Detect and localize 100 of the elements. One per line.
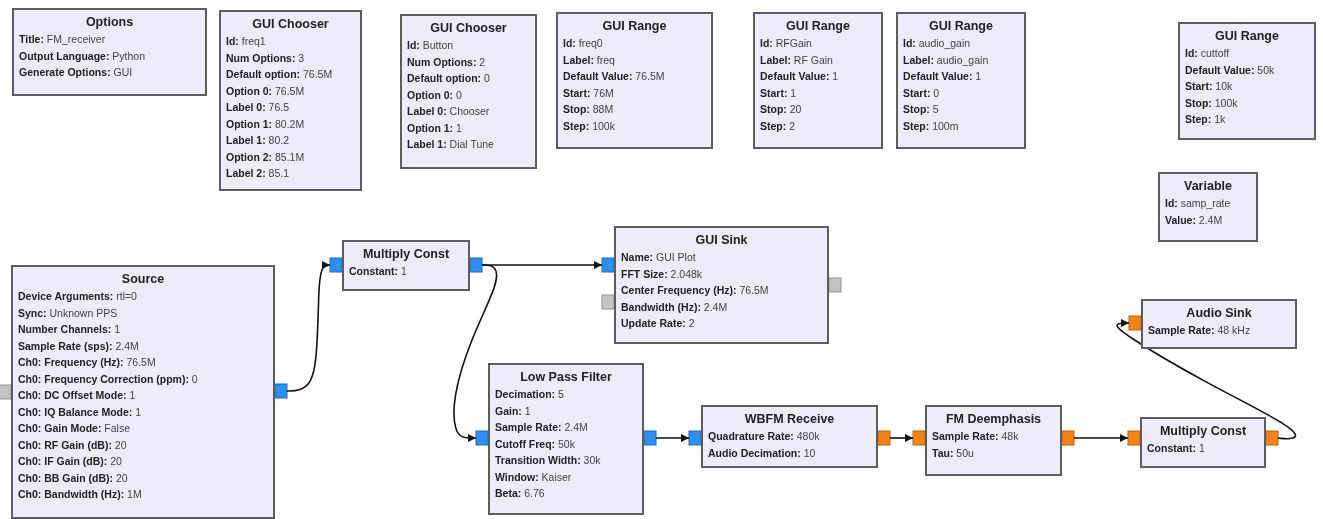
parameter-text: Label 0: 76.5 — [226, 100, 291, 115]
process-block — [925, 405, 1062, 476]
parameter-text: Step: 1k — [1185, 112, 1227, 127]
parameter-text: Step: 2 — [760, 118, 796, 134]
process-block — [1178, 22, 1316, 140]
block-title: GUI Chooser — [251, 16, 330, 33]
process-block — [488, 363, 644, 515]
process-block — [12, 8, 207, 96]
parameter-text: Value: 2.4M — [1165, 212, 1224, 228]
parameter-text: Default option: 0 — [407, 71, 491, 86]
parameter-text: Id: RFGain — [760, 36, 813, 51]
parameter-text: Sample Rate: 48k — [932, 429, 1020, 444]
parameter-text: Bandwidth (Hz): 2.4M — [621, 299, 729, 315]
parameter-text: Option 0: 76.5M — [226, 83, 306, 99]
parameter-text: Ch0: Frequency (Hz): 76.5M — [18, 355, 157, 370]
parameter-text: Label: RF Gain — [760, 52, 834, 68]
process-block — [342, 240, 470, 291]
parameter-text: Default option: 76.5M — [226, 67, 334, 82]
parameter-text: Constant: 1 — [349, 264, 408, 279]
process-block — [400, 14, 537, 169]
block-title: Multiply Const — [361, 246, 451, 263]
block-title: GUI Range — [928, 18, 994, 35]
connector-arrow — [889, 434, 914, 442]
connector-arrow — [1116, 319, 1297, 440]
parameter-text: Start: 0 — [903, 85, 941, 101]
block-title: GUI Range — [601, 18, 668, 35]
parameter-text: Label 1: 80.2 — [226, 133, 291, 148]
parameter-text: Output Language: Python — [19, 48, 146, 64]
parameter-text: Start: 76M — [563, 85, 615, 101]
process-block — [11, 265, 275, 519]
parameter-text: Window: Kaiser — [495, 469, 573, 485]
parameter-text: Label 0: Chooser — [407, 104, 491, 119]
parameter-text: Device Arguments: rtl=0 — [18, 289, 138, 304]
parameter-text: Num Options: 3 — [226, 50, 306, 66]
parameter-text: Stop: 100k — [1185, 95, 1239, 111]
process-block — [896, 12, 1026, 149]
parameter-text: Step: 100k — [563, 118, 616, 134]
parameter-text: Center Frequency (Hz): 76.5M — [621, 283, 770, 298]
parameter-text: Gain: 1 — [495, 403, 532, 419]
block-title: GUI Range — [785, 18, 851, 35]
parameter-text: Stop: 88M — [563, 102, 615, 117]
process-block — [556, 12, 713, 149]
parameter-text: Ch0: Bandwidth (Hz): 1M — [18, 487, 143, 502]
parameter-text: FFT Size: 2.048k — [621, 266, 704, 282]
block-title: FM Deemphasis — [944, 411, 1043, 428]
block-title: Variable — [1183, 178, 1233, 195]
parameter-text: Sync: Unknown PPS — [18, 305, 119, 321]
parameter-text: Label 2: 85.1 — [226, 166, 291, 181]
parameter-text: Option 1: 80.2M — [226, 116, 306, 132]
parameter-text: Option 0: 0 — [407, 87, 463, 103]
process-block — [701, 405, 878, 468]
parameter-text: Start: 1 — [760, 85, 798, 101]
parameter-text: Update Rate: 2 — [621, 316, 696, 331]
parameter-text: Sample Rate: 48 kHz — [1148, 323, 1252, 338]
parameter-text: Ch0: Gain Mode: False — [18, 421, 131, 436]
connector-arrow — [286, 261, 331, 392]
parameter-text: Option 2: 85.1M — [226, 149, 306, 165]
parameter-text: Number Channels: 1 — [18, 322, 122, 337]
parameter-text: Id: Button — [407, 38, 455, 53]
parameter-text: Constant: 1 — [1147, 441, 1206, 456]
connector-arrow — [1073, 434, 1129, 442]
parameter-text: Generate Options: GUI — [19, 65, 134, 80]
parameter-text: Id: samp_rate — [1165, 196, 1232, 211]
parameter-text: Label: audio_gain — [903, 52, 990, 68]
parameter-text: Tau: 50u — [932, 445, 975, 461]
parameter-text: Stop: 5 — [903, 102, 940, 117]
connector-arrow — [453, 264, 498, 442]
block-title: GUI Sink — [694, 232, 749, 249]
parameter-text: Default Value: 76.5M — [563, 69, 666, 84]
parameter-text: Ch0: RF Gain (dB): 20 — [18, 437, 128, 453]
parameter-text: Cutoff Freq: 50k — [495, 436, 576, 452]
parameter-text: Sample Rate (sps): 2.4M — [18, 338, 140, 354]
parameter-text: Name: GUI Plot — [621, 250, 697, 265]
parameter-text: Beta: 6.76 — [495, 486, 546, 501]
parameter-text: Ch0: Frequency Correction (ppm): 0 — [18, 371, 199, 387]
parameter-text: Id: audio_gain — [903, 36, 972, 51]
parameter-text: Default Value: 50k — [1185, 62, 1276, 78]
process-block — [219, 10, 362, 191]
parameter-text: Sample Rate: 2.4M — [495, 420, 589, 435]
block-title: Low Pass Filter — [519, 369, 613, 386]
block-title: WBFM Receive — [743, 411, 836, 428]
parameter-text: Label: freq — [563, 52, 616, 68]
parameter-text: Num Options: 2 — [407, 54, 487, 70]
parameter-text: Ch0: BB Gain (dB): 20 — [18, 470, 129, 486]
block-title: Source — [120, 271, 166, 288]
parameter-text: Ch0: IQ Balance Mode: 1 — [18, 404, 143, 420]
process-block — [1141, 299, 1297, 349]
parameter-text: Default Value: 1 — [903, 69, 983, 84]
parameter-text: Default Value: 1 — [760, 69, 840, 84]
parameter-text: Ch0: IF Gain (dB): 20 — [18, 454, 123, 469]
parameter-text: Stop: 20 — [760, 102, 803, 117]
block-title: GUI Range — [1214, 28, 1280, 45]
process-block — [614, 226, 829, 344]
connector-arrow — [655, 434, 690, 442]
parameter-text: Id: cuttoff — [1185, 46, 1231, 61]
parameter-text: Start: 10k — [1185, 79, 1234, 94]
parameter-text: Ch0: DC Offset Mode: 1 — [18, 388, 137, 403]
process-block — [1140, 417, 1266, 468]
block-title: Options — [84, 14, 135, 31]
parameter-text: Label 1: Dial Tune — [407, 137, 495, 152]
